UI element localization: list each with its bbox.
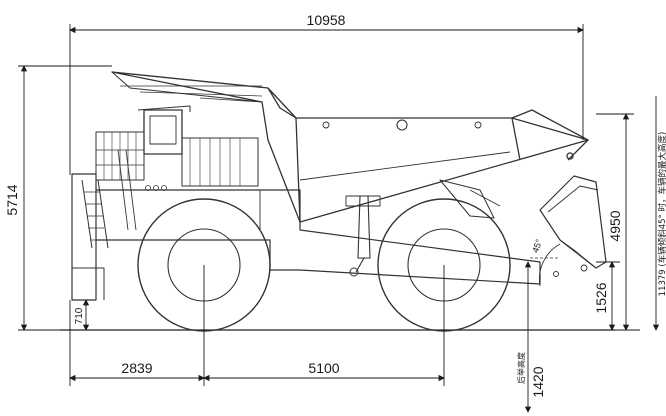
- label-overall-height: 5714: [4, 184, 20, 215]
- ladder: [81, 179, 109, 249]
- dimension-lines: [18, 24, 660, 413]
- label-wheelbase: 5100: [308, 360, 339, 376]
- label-front-overhang: 2839: [121, 360, 152, 376]
- hoist-cylinder: [357, 195, 371, 259]
- label-dump-height: 4950: [607, 210, 623, 241]
- label-ground-clearance: 710: [74, 307, 85, 324]
- label-max-height-note: 11379 (车辆倾斜45° 时，车辆的最大高度): [657, 132, 666, 297]
- label-rear-clearance: 1420: [530, 366, 546, 397]
- dump-bed: [111, 71, 589, 223]
- chassis: [96, 189, 541, 285]
- dump-angle-arc: [538, 243, 561, 287]
- label-ground-to-pivot: 1526: [593, 282, 609, 313]
- label-rear-axle: 后举高度: [516, 352, 526, 384]
- label-dump-angle: 45°: [530, 237, 544, 254]
- dump-truck: [71, 71, 607, 332]
- label-overall-length: 10958: [307, 12, 346, 28]
